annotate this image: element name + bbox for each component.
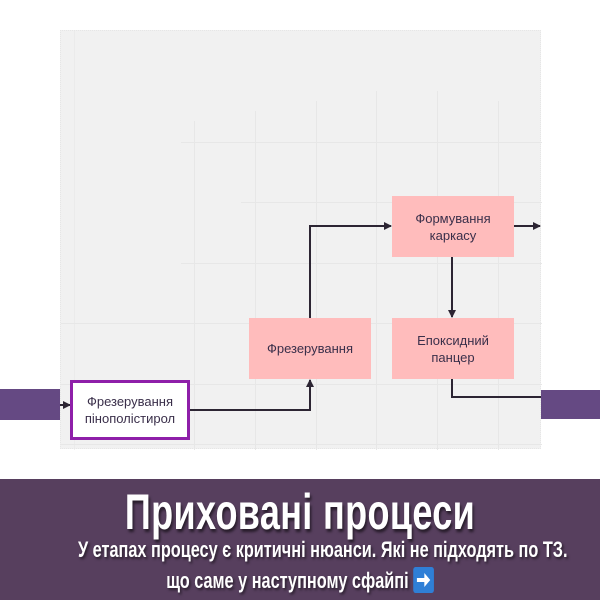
node-label: пінополістирол <box>84 411 176 426</box>
banner-title: Приховані процеси <box>124 484 476 540</box>
connector-arrows <box>60 222 541 411</box>
node-label: Фрезерування <box>86 394 174 409</box>
banner-subtitle-text: що саме у наступному сфайпі <box>166 568 409 593</box>
grid-line <box>74 31 75 450</box>
banner-subtitle-line1: У етапах процесу є критичні нюанси. Які … <box>78 537 568 562</box>
node-label: Фрезерування <box>266 341 354 356</box>
grid-line <box>498 101 499 450</box>
grid-line <box>61 444 542 445</box>
grid-line <box>61 384 542 385</box>
grid-line <box>437 91 438 450</box>
caption-banner: Приховані процеси У етапах процесу є кри… <box>0 479 600 600</box>
node-epoxy-shell[interactable]: Епоксидний панцер <box>392 318 514 379</box>
node-foam-milling[interactable]: Фрезерування пінополістирол <box>70 380 190 440</box>
incoming-process-bar <box>0 389 60 420</box>
grid-line <box>194 121 195 450</box>
grid-line <box>181 142 542 143</box>
outgoing-process-bar <box>541 390 600 419</box>
right-arrow-button-icon <box>413 567 434 593</box>
node-label: Епоксидний <box>417 332 489 348</box>
node-label: панцер <box>431 349 475 365</box>
banner-subtitle-line2: що саме у наступному сфайпі <box>78 567 522 594</box>
grid-line <box>376 91 377 450</box>
grid-line <box>316 101 317 450</box>
node-frame-forming[interactable]: Формування каркасу <box>392 196 514 257</box>
node-label: Формування <box>415 210 491 226</box>
grid-line <box>255 111 256 450</box>
node-milling[interactable]: Фрезерування <box>249 318 371 379</box>
node-label: каркасу <box>429 227 477 243</box>
grid-line <box>241 202 542 203</box>
grid-line <box>181 263 542 264</box>
